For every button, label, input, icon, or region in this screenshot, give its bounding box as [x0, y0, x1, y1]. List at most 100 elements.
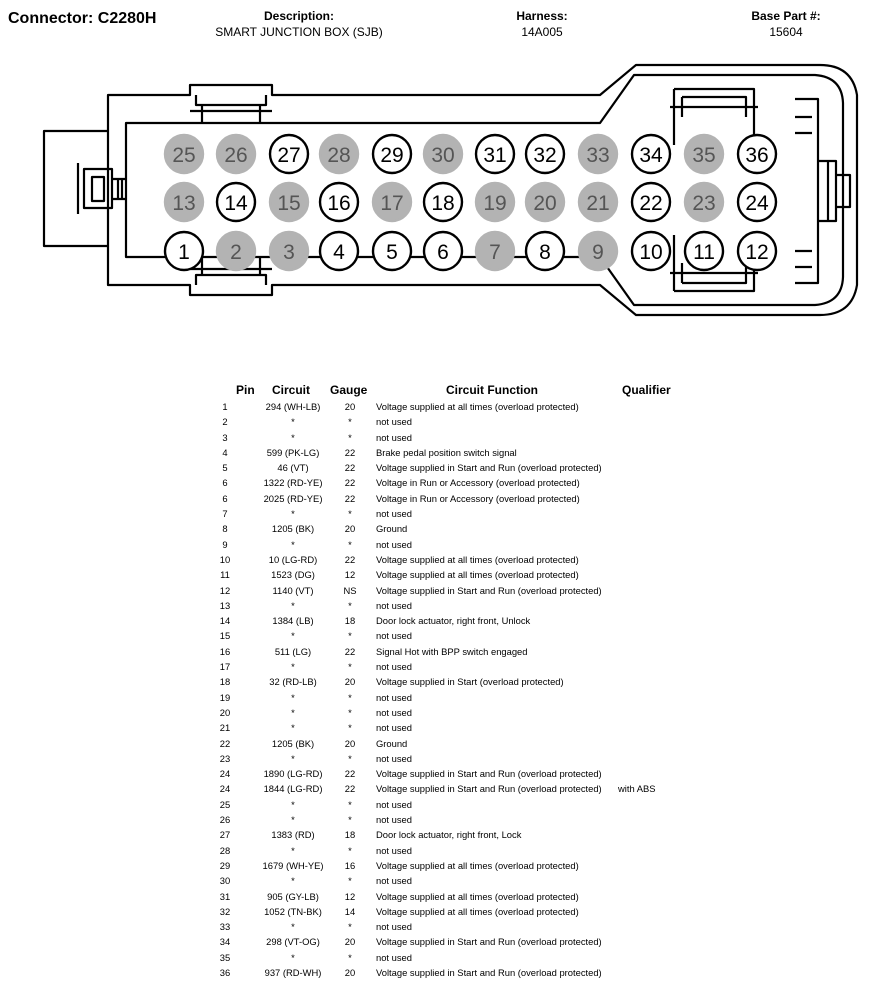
function-cell: Voltage in Run or Accessory (overload pr… [376, 492, 580, 504]
pin-cell: 30 [219, 875, 231, 887]
pin-cell: 20 [219, 706, 231, 718]
pin-cell: 5 [222, 462, 228, 474]
function-cell: Door lock actuator, right front, Unlock [376, 615, 531, 627]
table-row: 19**not used [200, 691, 760, 706]
pin-cell: 15 [219, 630, 231, 642]
pin-cell: 22 [219, 737, 231, 749]
gauge-cell: * [348, 798, 352, 810]
function-cell: not used [376, 508, 412, 520]
circuit-cell: 294 (WH-LB) [265, 401, 321, 412]
pin-11-label: 11 [693, 241, 715, 264]
pin-12-label: 12 [745, 241, 768, 264]
function-cell: not used [376, 752, 412, 764]
circuit-cell: * [291, 431, 295, 443]
pin-36-cavity [736, 133, 778, 175]
pin-18-cavity [422, 181, 464, 223]
pin-33-label: 33 [586, 144, 609, 167]
circuit-cell: 1890 (LG-RD) [263, 768, 323, 780]
pin-8-cavity [524, 230, 566, 272]
gauge-cell: 22 [344, 553, 356, 565]
pin-3-label: 3 [283, 241, 295, 264]
table-row: 20**not used [200, 706, 760, 721]
function-cell: Door lock actuator, right front, Lock [376, 829, 522, 841]
pin-cell: 25 [219, 798, 231, 810]
pin-15-cavity [268, 181, 310, 223]
circuit-cell: 1383 (RD) [271, 829, 315, 841]
function-cell: Voltage in Run or Accessory (overload pr… [376, 477, 580, 489]
pin-cell: 12 [219, 584, 231, 596]
header-gauge: Gauge [330, 383, 368, 397]
gauge-cell: * [348, 875, 352, 887]
pin-3-cavity [268, 230, 310, 272]
pin-7-label: 7 [489, 241, 501, 264]
function-cell: Brake pedal position switch signal [376, 446, 517, 458]
pin-cell: 6 [222, 492, 228, 504]
pin-21-cavity [577, 181, 619, 223]
pin-cell: 19 [219, 691, 231, 703]
pin-cell: 21 [219, 722, 231, 734]
table-row: 2**not used [200, 415, 760, 430]
function-cell: not used [376, 661, 412, 673]
circuit-cell: * [291, 921, 295, 933]
pin-cell: 26 [219, 814, 231, 826]
gauge-cell: * [348, 951, 352, 963]
circuit-cell: * [291, 752, 295, 764]
function-cell: not used [376, 921, 412, 933]
pin-5-cavity [371, 230, 413, 272]
function-cell: Voltage supplied in Start and Run (overl… [376, 783, 602, 795]
pin-33-cavity [577, 133, 619, 175]
function-cell: not used [376, 630, 412, 642]
gauge-cell: 22 [344, 462, 356, 474]
qualifier-cell: with ABS [618, 783, 656, 795]
base-part-value: 15604 [769, 25, 803, 39]
function-cell: Ground [376, 523, 408, 535]
gauge-cell: * [348, 508, 352, 520]
table-row: 9**not used [200, 538, 760, 553]
pin-25-cavity [163, 133, 205, 175]
pin-35-label: 35 [692, 144, 715, 167]
pin-cell: 24 [219, 768, 231, 780]
pin-1-label: 1 [178, 241, 190, 264]
connector-housing [42, 63, 859, 317]
gauge-cell: * [348, 599, 352, 611]
header-circuit: Circuit [272, 383, 311, 397]
pin-8-label: 8 [539, 241, 551, 264]
pin-2-label: 2 [230, 241, 242, 264]
circuit-cell: * [291, 538, 295, 550]
pin-cell: 27 [219, 829, 231, 841]
table-row: 30**not used [200, 874, 760, 889]
gauge-cell: 12 [344, 569, 356, 581]
pin-cell: 31 [219, 890, 231, 902]
function-cell: Voltage supplied in Start and Run (overl… [376, 584, 602, 596]
gauge-cell: 22 [344, 492, 356, 504]
pin-cell: 24 [219, 783, 231, 795]
circuit-cell: * [291, 508, 295, 520]
circuit-cell: 298 (VT-OG) [266, 936, 320, 948]
header-qualifier: Qualifier [622, 383, 671, 397]
function-cell: not used [376, 722, 412, 734]
function-cell: not used [376, 798, 412, 810]
circuit-cell: 46 (VT) [277, 462, 309, 474]
circuit-cell: * [291, 798, 295, 810]
pin-cell: 11 [220, 569, 230, 581]
pin-cell: 16 [219, 645, 231, 657]
pin-cell: 3 [222, 431, 228, 443]
function-cell: not used [376, 599, 412, 611]
gauge-cell: 18 [344, 615, 356, 627]
pin-35-cavity [683, 133, 725, 175]
gauge-cell: * [348, 691, 352, 703]
gauge-cell: * [348, 431, 352, 443]
gauge-cell: 20 [344, 401, 356, 412]
pin-cell: 33 [219, 921, 231, 933]
pin-13-label: 13 [172, 192, 195, 215]
pin-13-cavity [163, 181, 205, 223]
pin-20-cavity [524, 181, 566, 223]
pin-34-cavity [630, 133, 672, 175]
